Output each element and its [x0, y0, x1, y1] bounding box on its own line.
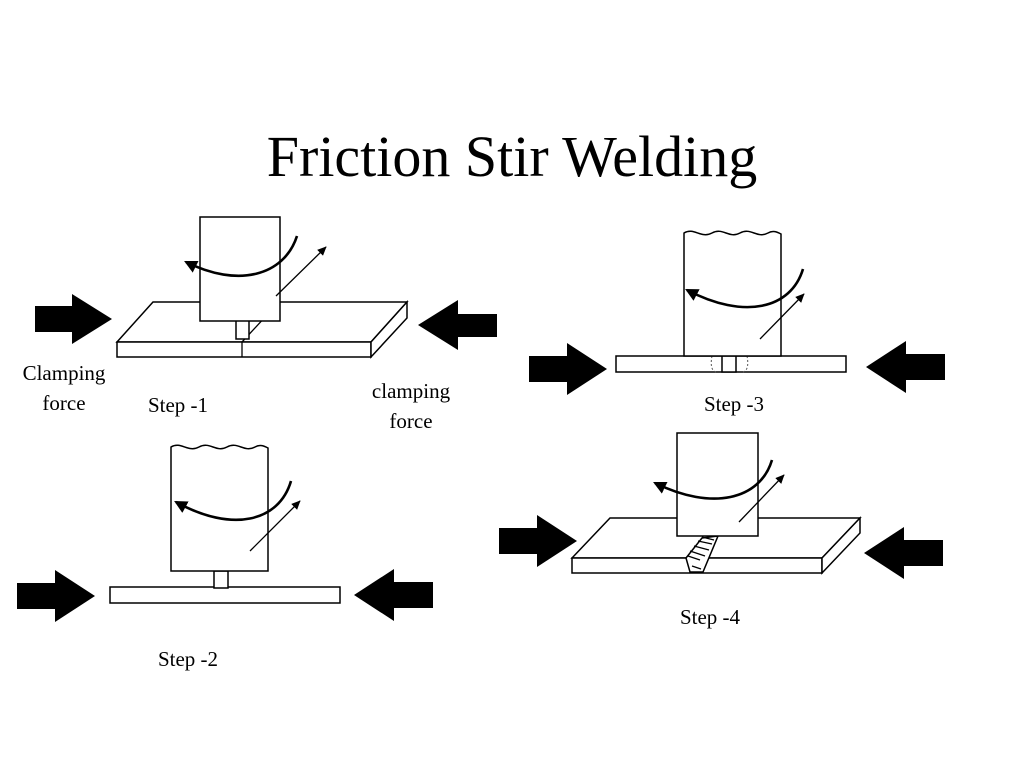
step1-plate-front	[116, 341, 372, 358]
clamping-force-label-left: Clamping force	[8, 358, 120, 418]
step1-travel-arrow	[275, 246, 327, 297]
clamping-force-right-line1: clamping	[371, 379, 451, 403]
step3-clamp-arrow-right	[866, 341, 945, 393]
step2-plate	[109, 586, 341, 604]
step4-weld-ripples	[687, 536, 715, 570]
step4-diagram	[499, 432, 943, 579]
step1-diagram	[35, 216, 497, 359]
step3-tool	[683, 230, 782, 357]
clamping-force-label-right: clamping force	[355, 376, 467, 436]
step4-clamp-arrow-left	[499, 515, 577, 567]
clamping-force-left-line2: force	[42, 391, 86, 415]
step1-clamp-arrow-right	[418, 300, 497, 350]
step3-diagram	[529, 230, 945, 395]
step2-label: Step -2	[157, 647, 219, 671]
step3-travel-arrow	[759, 293, 805, 340]
step2-tool-pin	[213, 570, 229, 589]
step3-clamp-arrow-left	[529, 343, 607, 395]
step2-travel-arrow	[249, 500, 301, 552]
step3-tool-pin	[721, 355, 737, 373]
step2-tool	[170, 444, 269, 572]
step3-label: Step -3	[703, 392, 765, 416]
step1-rotation-arrow	[184, 235, 299, 278]
step3-rotation-arrow	[685, 268, 805, 309]
step3-stir-zone	[710, 355, 749, 373]
step2-rotation-arrow	[174, 480, 293, 522]
step2-clamp-arrow-right	[354, 569, 433, 621]
step4-travel-arrow	[738, 474, 785, 523]
step4-tool	[676, 432, 759, 537]
page-title: Friction Stir Welding	[266, 124, 758, 189]
step4-rotation-arrow	[653, 459, 774, 500]
step1-tool-pin	[235, 319, 250, 340]
step2-clamp-arrow-left	[17, 570, 95, 622]
clamping-force-left-line1: Clamping	[22, 361, 106, 385]
step1-label: Step -1	[147, 393, 209, 417]
step2-diagram	[17, 444, 433, 622]
step1-plate-side	[370, 300, 408, 359]
clamping-force-right-line2: force	[389, 409, 433, 433]
step4-plate-side	[821, 516, 861, 575]
step1-clamp-arrow-left	[35, 294, 112, 344]
step4-clamp-arrow-right	[864, 527, 943, 579]
step4-label: Step -4	[679, 605, 741, 629]
